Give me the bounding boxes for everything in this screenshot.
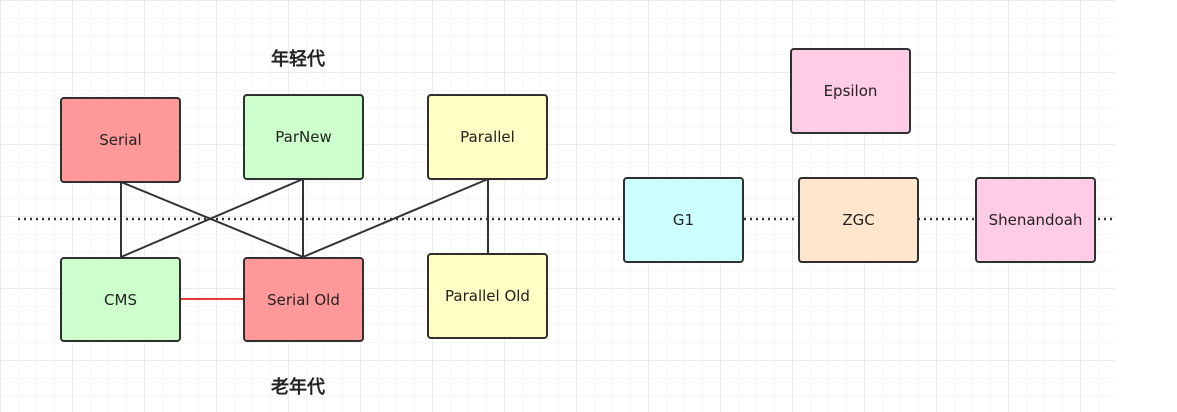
- node-g1[interactable]: G1: [623, 177, 744, 263]
- node-cms[interactable]: CMS: [60, 257, 181, 342]
- edge-serial-serial-old: [120, 181, 304, 258]
- node-parnew[interactable]: ParNew: [243, 94, 364, 180]
- canvas-margin: [1115, 0, 1177, 412]
- node-shenandoah[interactable]: Shenandoah: [975, 177, 1096, 263]
- old-generation-label: 老年代: [271, 377, 325, 398]
- node-parallel-old[interactable]: Parallel Old: [427, 253, 548, 339]
- edge-parallel-serial-old: [302, 178, 489, 258]
- node-serial[interactable]: Serial: [60, 97, 181, 183]
- node-parallel[interactable]: Parallel: [427, 94, 548, 180]
- node-serial-old[interactable]: Serial Old: [243, 257, 364, 342]
- young-generation-label: 年轻代: [271, 49, 325, 70]
- node-zgc[interactable]: ZGC: [798, 177, 919, 263]
- node-epsilon[interactable]: Epsilon: [790, 48, 911, 134]
- edge-parnew-cms: [120, 178, 304, 258]
